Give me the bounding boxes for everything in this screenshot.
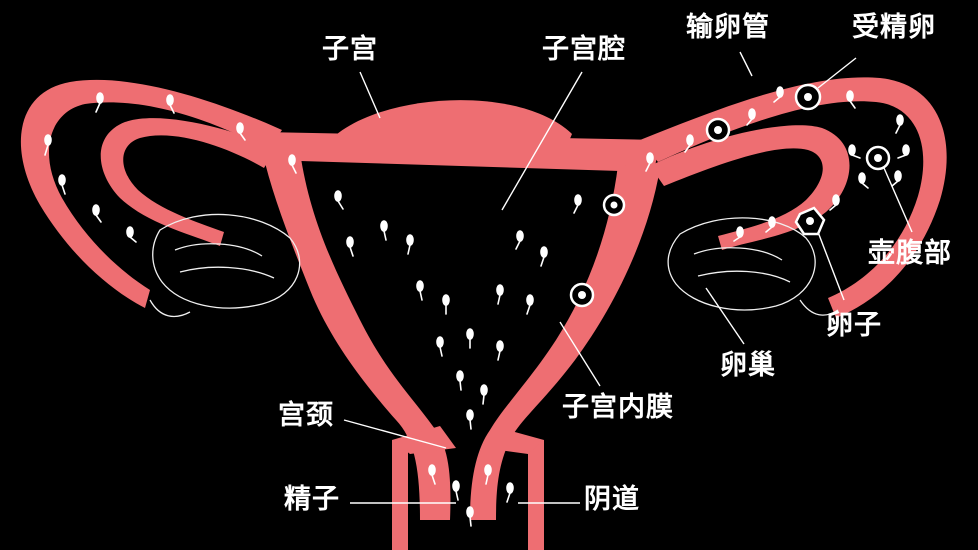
uterus-right-wall	[470, 165, 660, 520]
leader-egg	[817, 231, 845, 301]
sperm	[334, 190, 344, 210]
sperm	[891, 170, 902, 187]
sperm	[895, 114, 904, 134]
label-uterus: 子宫	[322, 34, 378, 65]
sperm	[573, 194, 582, 214]
label-fallopian-tube: 输卵管	[686, 12, 770, 43]
sperm	[406, 234, 414, 255]
sperm	[380, 220, 388, 241]
leader-ovary	[705, 287, 745, 345]
sperm	[746, 108, 756, 126]
fertilized-egg-1	[794, 83, 822, 111]
sperm	[733, 226, 744, 242]
label-fertilized-egg: 受精卵	[852, 12, 936, 43]
sperm	[848, 144, 861, 159]
vagina-right-wall	[528, 440, 544, 550]
sperm	[684, 134, 694, 153]
left-ovary	[152, 213, 301, 309]
uterus-left-wall	[262, 150, 451, 520]
uterus-top-band	[262, 132, 660, 172]
label-ovary: 卵巢	[720, 350, 776, 381]
label-vagina: 阴道	[584, 484, 640, 515]
sperm	[846, 90, 856, 109]
sperm	[95, 92, 104, 113]
leader-uterus	[359, 71, 381, 119]
label-egg: 卵子	[826, 310, 882, 341]
sperm	[452, 480, 460, 501]
sperm	[466, 328, 474, 349]
sperm	[496, 284, 504, 305]
sperm	[765, 216, 776, 233]
sperm	[506, 482, 514, 503]
sperm	[515, 230, 524, 250]
sperm	[526, 294, 534, 315]
leader-lines	[343, 51, 913, 504]
leader-uterine-cavity	[501, 71, 583, 211]
sperm	[466, 409, 474, 430]
reproductive-organs	[20, 77, 947, 550]
egg-with-sperm	[865, 145, 891, 171]
eggs	[569, 83, 891, 308]
egg-in-tube	[602, 193, 626, 217]
left-tube-inner-loop	[100, 118, 276, 246]
label-uterine-cavity: 子宫腔	[542, 34, 626, 65]
label-endometrium: 子宫内膜	[562, 392, 674, 423]
right-ovary	[667, 217, 816, 311]
sperm	[346, 236, 354, 257]
sperm	[288, 154, 297, 174]
leader-fertilized-egg	[817, 57, 857, 89]
sperm	[645, 152, 654, 172]
sperm	[484, 464, 492, 485]
vagina-left-wall	[392, 440, 408, 550]
label-cervix: 宫颈	[278, 400, 334, 431]
label-ampulla: 壶腹部	[868, 238, 952, 269]
sperm-cells	[44, 86, 910, 527]
sperm	[496, 340, 504, 361]
sperm	[166, 94, 175, 114]
sperm	[436, 336, 444, 357]
sperm	[416, 280, 424, 301]
leader-fallopian-tube	[739, 51, 753, 77]
ovaries	[149, 213, 839, 318]
sperm	[829, 194, 840, 211]
leader-ampulla	[883, 167, 913, 233]
sperm	[236, 122, 246, 141]
sperm	[44, 134, 52, 156]
leader-cervix	[343, 419, 447, 449]
label-sperm: 精子	[284, 484, 340, 515]
right-fallopian-tube	[640, 77, 947, 318]
sperm	[92, 204, 102, 223]
sperm	[858, 172, 869, 189]
leader-endometrium	[559, 321, 601, 387]
sperm	[58, 174, 66, 195]
sperm	[428, 464, 436, 485]
sperm	[456, 370, 464, 391]
fertilized-egg-2	[705, 117, 731, 143]
sperm	[773, 86, 784, 103]
sperm	[442, 294, 450, 315]
sperm	[466, 506, 474, 527]
egg-near-endometrium	[569, 282, 595, 308]
sperm	[480, 384, 488, 405]
sperm	[897, 144, 910, 159]
sperm	[540, 246, 548, 267]
ovum	[794, 206, 826, 236]
sperm	[126, 226, 137, 243]
left-fallopian-tube	[20, 79, 282, 308]
cervix-right	[484, 428, 544, 454]
